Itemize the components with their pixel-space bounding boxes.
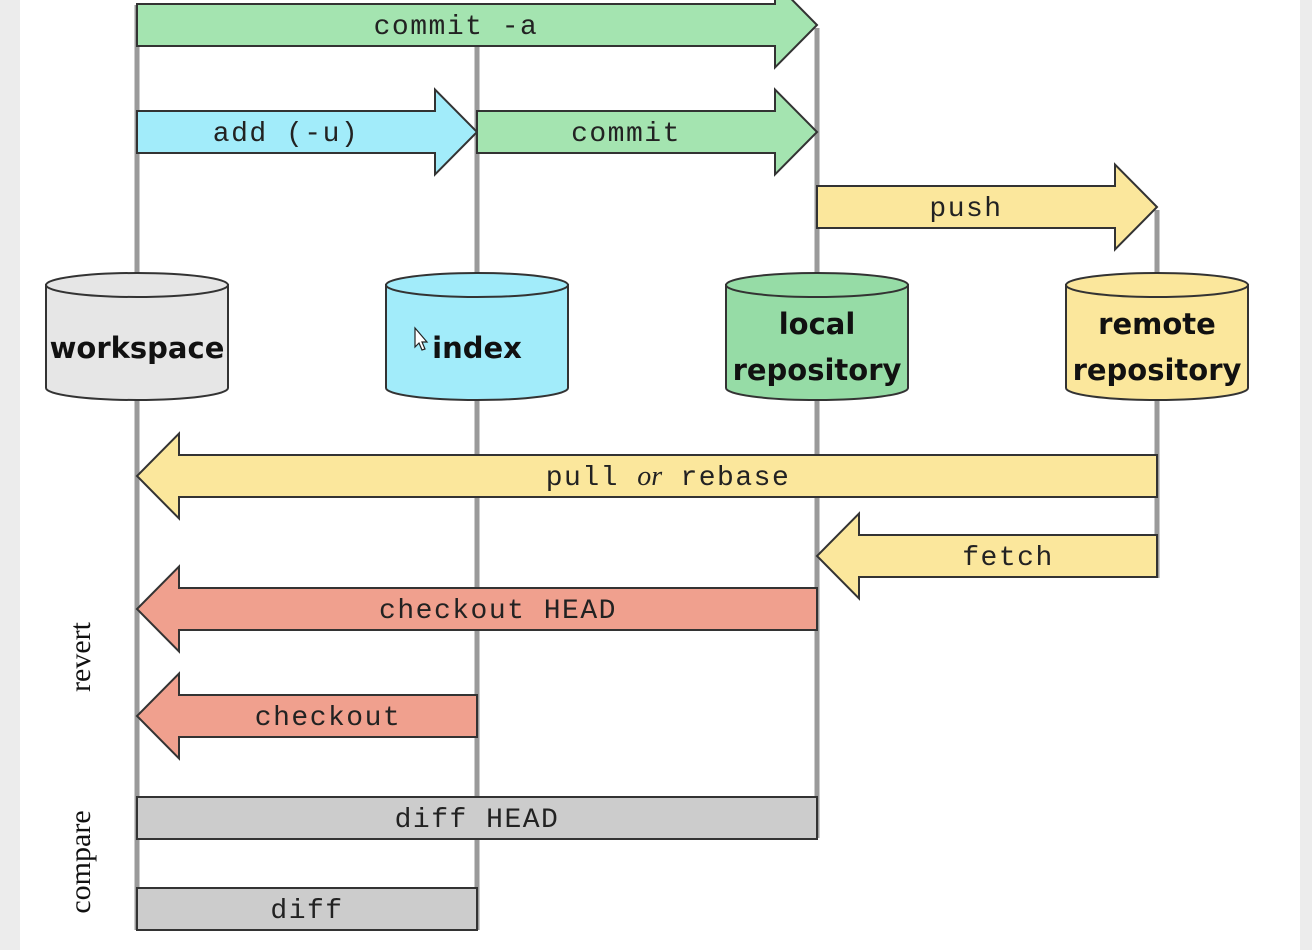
workspace-store: workspace xyxy=(45,272,229,401)
diff-head-bar xyxy=(136,796,818,840)
push-label: push xyxy=(929,194,1002,225)
local-repository-store: local repository xyxy=(725,272,909,401)
index-cylinder-top xyxy=(385,272,569,298)
commit-a-label: commit -a xyxy=(374,12,539,43)
checkout-head-label: checkout HEAD xyxy=(379,596,617,627)
local-repository-cylinder-body xyxy=(725,284,909,401)
pull-or-rebase-arrow xyxy=(135,431,1158,521)
index-cylinder-body xyxy=(385,284,569,401)
checkout-command: checkout xyxy=(135,671,478,761)
compare-group-label: compare xyxy=(64,810,97,913)
workspace-cylinder-body xyxy=(45,284,229,401)
workspace-label-line-1: workspace xyxy=(50,331,225,365)
workspace-cylinder-top xyxy=(45,272,229,298)
commit-command: commit xyxy=(476,87,819,177)
checkout-head-command: checkout HEAD xyxy=(135,564,818,654)
group-labels: revert compare xyxy=(64,621,97,913)
pull-or-rebase-label: pull or rebase xyxy=(546,461,791,494)
fetch-command: fetch xyxy=(815,511,1158,601)
remote-repository-label-line-1: remote xyxy=(1098,307,1216,341)
remote-repository-cylinder-top xyxy=(1065,272,1249,298)
index-label-line-1: index xyxy=(432,331,522,365)
storage-cylinders: workspace index local repository remote repos… xyxy=(45,272,1249,401)
diff-command: diff xyxy=(136,887,478,931)
add-u-label: add (-u) xyxy=(213,119,359,150)
remote-repository-store: remote repository xyxy=(1065,272,1249,401)
diff-head-command: diff HEAD xyxy=(136,796,818,840)
local-repository-label-line-2: repository xyxy=(733,353,902,387)
checkout-label: checkout xyxy=(255,703,401,734)
diff-label: diff xyxy=(270,896,343,927)
push-command: push xyxy=(816,162,1159,252)
local-repository-label-line-1: local xyxy=(779,307,856,341)
commit-a-command: commit -a xyxy=(136,0,819,70)
commit-label: commit xyxy=(571,119,681,150)
pull-or-rebase-command: pull or rebase xyxy=(135,431,1158,521)
checkout-head-arrow xyxy=(135,564,818,654)
push-arrow xyxy=(816,162,1159,252)
command-arrows: commit -a add (-u) commit push pull or rebas… xyxy=(135,0,1159,931)
mouse-cursor-icon xyxy=(414,326,429,351)
remote-repository-cylinder-body xyxy=(1065,284,1249,401)
local-repository-cylinder-top xyxy=(725,272,909,298)
add-u-command: add (-u) xyxy=(136,87,479,177)
add-u-arrow xyxy=(136,87,479,177)
index-store: index xyxy=(385,272,569,401)
diff-head-label: diff HEAD xyxy=(395,805,560,836)
revert-group-label: revert xyxy=(64,621,97,692)
fetch-label: fetch xyxy=(962,543,1054,574)
checkout-arrow xyxy=(135,671,478,761)
commit-arrow xyxy=(476,87,819,177)
diff-bar xyxy=(136,887,478,931)
fetch-arrow xyxy=(815,511,1158,601)
remote-repository-label-line-2: repository xyxy=(1073,353,1242,387)
commit-a-arrow xyxy=(136,0,819,70)
